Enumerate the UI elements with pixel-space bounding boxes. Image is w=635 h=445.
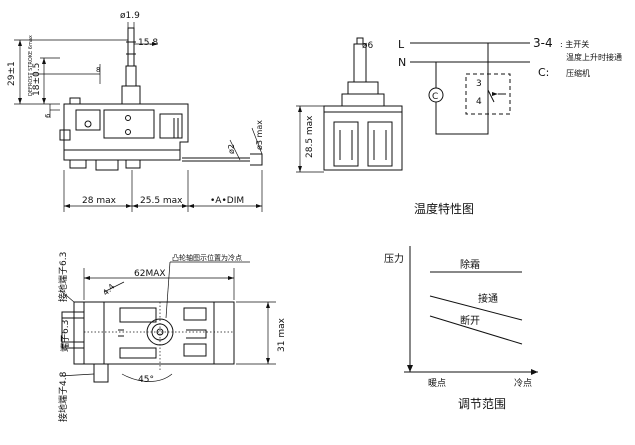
side-view bbox=[14, 22, 263, 212]
terminal-ground-4-8: 接地端子4.8 bbox=[57, 371, 69, 422]
small-8-label: 8 bbox=[96, 66, 100, 74]
contact-label: 3-4 bbox=[533, 36, 553, 50]
terminal-ground-6-3: 接地端子6.3 bbox=[57, 252, 69, 302]
tube-dia-label: ø2 bbox=[227, 144, 236, 154]
width-25-label: 25.5 max bbox=[140, 196, 183, 206]
shaft-len-label: 15.8 bbox=[138, 38, 158, 48]
warm-point-label: 暖点 bbox=[428, 377, 446, 389]
front-height-label: 28.5 max bbox=[305, 115, 315, 158]
comp-label: C: bbox=[538, 66, 549, 79]
wiring-circuit bbox=[410, 42, 530, 135]
temp-characteristic-chart bbox=[404, 246, 538, 375]
shaft-dia-label: ø1.9 bbox=[120, 11, 140, 21]
chart-y-label: 压力 bbox=[384, 252, 404, 265]
line-n: N bbox=[398, 56, 406, 69]
terminal-6-3: 端子6.3 bbox=[59, 320, 71, 352]
off-label: 断开 bbox=[460, 314, 480, 327]
bottom-view bbox=[59, 261, 276, 383]
defrost-label: 除霜 bbox=[460, 258, 480, 271]
rise-desc: 温度上升时接通 bbox=[566, 52, 622, 62]
width-62-label: 62MAX bbox=[134, 269, 166, 279]
small-6-label: 6 bbox=[44, 113, 52, 118]
defrost-label: DEFROST STROKE 6max bbox=[28, 35, 34, 96]
front-shaft-dia-label: ø6 bbox=[362, 41, 374, 51]
angle-45-label: 45° bbox=[138, 375, 154, 385]
contact-4: 4 bbox=[476, 97, 482, 107]
cold-point-label: 冷点 bbox=[514, 377, 532, 389]
cold-point-note: 凸轮轴图示位置为冷点 bbox=[172, 253, 242, 262]
front-view bbox=[296, 37, 403, 173]
on-line bbox=[429, 295, 523, 321]
contact-desc: : 主开关 bbox=[560, 39, 589, 49]
chart-title: 温度特性图 bbox=[414, 201, 474, 216]
height-31-label: 31 max bbox=[277, 317, 287, 352]
width-28-label: 28 max bbox=[82, 196, 117, 206]
off-line bbox=[429, 315, 523, 345]
comp-desc: 压缩机 bbox=[566, 68, 590, 78]
dim-4-4: 4.4 bbox=[101, 282, 116, 297]
on-label: 接通 bbox=[478, 292, 498, 305]
line-l: L bbox=[398, 38, 405, 51]
height-18-label: 18±0.5 bbox=[32, 63, 42, 96]
contact-3: 3 bbox=[476, 79, 482, 89]
height-29-label: 29±1 bbox=[7, 61, 17, 86]
chart-x-label: 调节范围 bbox=[458, 397, 506, 411]
bulb-dia-label: ø3 max bbox=[255, 120, 264, 150]
a-dim-label: •A•DIM bbox=[210, 196, 244, 206]
motor-c: C bbox=[432, 92, 438, 102]
